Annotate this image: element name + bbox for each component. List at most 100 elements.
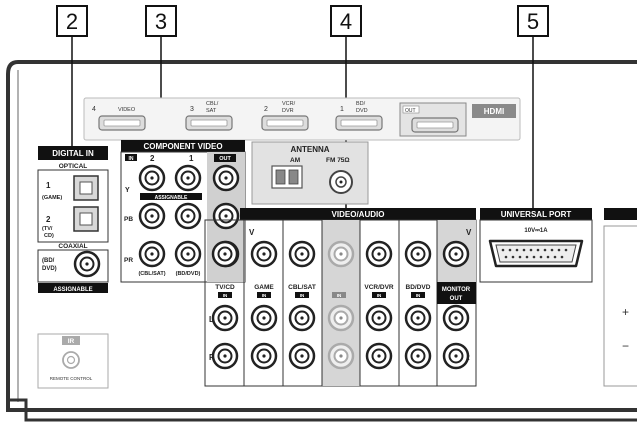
svg-text:OUT: OUT [405, 108, 416, 114]
svg-text:2: 2 [46, 215, 51, 224]
optical-port-2 [73, 206, 99, 232]
svg-text:(BD/: (BD/ [42, 258, 55, 264]
component-video-title: COMPONENT VIDEO [143, 142, 222, 151]
svg-text:VCR/: VCR/ [282, 101, 296, 107]
svg-text:OUT: OUT [219, 156, 231, 162]
svg-text:OUT: OUT [450, 296, 463, 302]
svg-text:IR: IR [68, 338, 75, 345]
hdmi-in-4: 4 VIDEO [92, 106, 146, 131]
rca-jack [211, 304, 239, 332]
svg-text:IN: IN [416, 293, 421, 298]
rca-jack [404, 240, 432, 268]
rca-jack [138, 240, 166, 268]
rca-jack [365, 342, 393, 370]
ir-remote-section: IR REMOTE CONTROL [37, 333, 109, 389]
svg-text:1: 1 [189, 154, 194, 163]
svg-text:TV/CD: TV/CD [215, 284, 235, 291]
rca-jack [250, 304, 278, 332]
svg-text:(CBL/SAT): (CBL/SAT) [138, 271, 165, 277]
svg-text:VCR/DVR: VCR/DVR [364, 284, 394, 291]
rca-jack [212, 164, 240, 192]
rca-jack [404, 304, 432, 332]
callout-5: 5 [517, 5, 549, 208]
svg-text:2: 2 [150, 154, 155, 163]
svg-text:COAXIAL: COAXIAL [58, 243, 87, 250]
svg-text:V: V [249, 228, 255, 237]
rca-jack [250, 240, 278, 268]
svg-text:1: 1 [340, 106, 344, 113]
svg-text:FM 75Ω: FM 75Ω [326, 157, 350, 164]
svg-text:IN: IN [300, 293, 305, 298]
universal-port-title: UNIVERSAL PORT [501, 210, 572, 219]
rca-jack [211, 342, 239, 370]
svg-text:1: 1 [46, 181, 51, 190]
svg-text:CBL/: CBL/ [206, 101, 219, 107]
rca-jack [288, 240, 316, 268]
hdmi-in-2: 2 VCR/ DVR [261, 101, 309, 131]
svg-text:IN: IN [377, 293, 382, 298]
rca-jack [288, 304, 316, 332]
rca-jack [327, 304, 355, 332]
video-audio-jacks [211, 240, 470, 370]
rca-jack [442, 240, 470, 268]
svg-text:OPTICAL: OPTICAL [59, 163, 88, 170]
callout-3-label: 3 [155, 9, 167, 34]
callout-4-label: 4 [340, 9, 352, 34]
svg-text:V: V [466, 228, 472, 237]
rca-jack [211, 240, 239, 268]
rca-jack [174, 202, 202, 230]
digital-in-title: DIGITAL IN [52, 149, 94, 158]
hdmi-title: HDMI [472, 104, 516, 118]
hdmi-out: OUT [399, 102, 467, 137]
rca-jack [288, 342, 316, 370]
svg-text:BD/DVD: BD/DVD [406, 284, 431, 291]
callout-5-label: 5 [527, 9, 539, 34]
svg-text:SAT: SAT [206, 108, 217, 114]
callout-3: 3 [145, 5, 177, 140]
ir-jack [62, 351, 80, 369]
rca-jack [250, 342, 278, 370]
rca-jack [174, 240, 202, 268]
svg-text:MONITOR: MONITOR [442, 287, 471, 293]
svg-text:PR: PR [124, 257, 133, 264]
svg-text:DVR: DVR [282, 108, 294, 114]
svg-text:(TV/: (TV/ [42, 226, 53, 232]
svg-text:REMOTE CONTROL: REMOTE CONTROL [50, 376, 93, 381]
svg-text:IN: IN [262, 293, 267, 298]
rca-jack [138, 164, 166, 192]
universal-port-section: UNIVERSAL PORT 10V⎓1A [479, 208, 593, 283]
fm-connector [329, 170, 353, 194]
svg-text:CD): CD) [44, 233, 54, 239]
svg-text:L: L [209, 315, 214, 324]
rca-jack [442, 304, 470, 332]
svg-text:DVD: DVD [356, 108, 368, 114]
svg-text:IN: IN [337, 293, 342, 298]
rca-jack [442, 342, 470, 370]
rca-jack [365, 304, 393, 332]
svg-text:DVD): DVD) [42, 266, 57, 272]
svg-text:GAME: GAME [254, 284, 274, 291]
svg-text:IN: IN [129, 156, 134, 162]
svg-text:AM: AM [290, 157, 300, 164]
callout-2-label: 2 [66, 9, 78, 34]
rca-jack [327, 342, 355, 370]
rca-jack [327, 240, 355, 268]
rca-jack [365, 240, 393, 268]
coaxial-port [73, 250, 101, 278]
chassis [6, 60, 637, 422]
rca-jack [138, 202, 166, 230]
svg-text:ASSIGNABLE: ASSIGNABLE [53, 287, 92, 293]
svg-text:PB: PB [124, 216, 133, 223]
rca-jack [174, 164, 202, 192]
svg-text:IN: IN [223, 293, 228, 298]
universal-port-connector [488, 239, 584, 268]
rca-jack [212, 202, 240, 230]
svg-text:(GAME): (GAME) [42, 195, 62, 201]
speaker-panel-partial: + − [603, 208, 637, 387]
hdmi-in-3: 3 CBL/ SAT [185, 101, 233, 131]
svg-text:CBL/SAT: CBL/SAT [288, 284, 316, 291]
hdmi-in-1: 1 BD/ DVD [335, 101, 383, 131]
am-terminal [271, 165, 303, 189]
video-audio-section: VIDEO/AUDIO V V L R L R TV/CD IN GAME IN… [204, 208, 477, 387]
